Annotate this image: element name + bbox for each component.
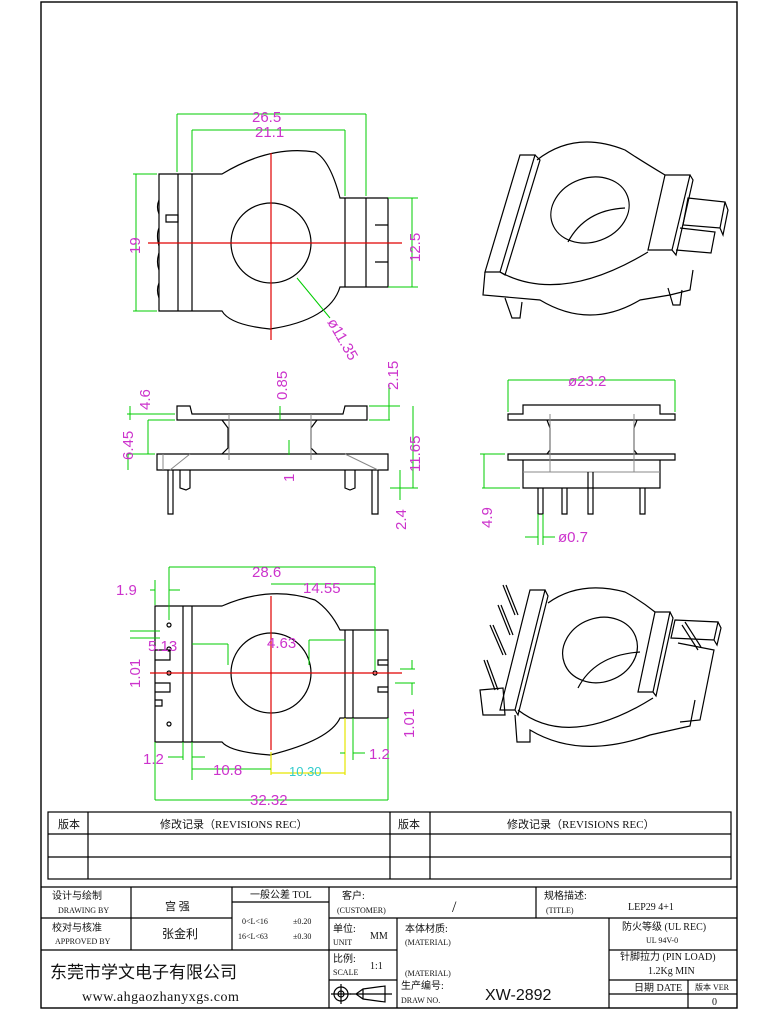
part-number-label-en: DRAW NO. bbox=[401, 996, 440, 1005]
dim-side-4-6: 4.6 bbox=[137, 389, 154, 410]
scale-label-en: SCALE bbox=[333, 968, 358, 977]
dim-side-11-65: 11.65 bbox=[407, 436, 424, 472]
date-label: 日期 DATE bbox=[634, 982, 682, 994]
dim-side-1: 1 bbox=[281, 474, 298, 482]
bottom-view: 28.6 14.55 1.9 5.13 4.63 1.01 1.01 1.2 1… bbox=[116, 564, 418, 809]
side-view: 4.6 6.45 0.85 1 2.15 11.65 2.4 bbox=[120, 361, 424, 530]
dim-bottom-4-63: 4.63 bbox=[267, 635, 296, 652]
approved-by-label-cn: 校对与核准 bbox=[52, 921, 102, 934]
dim-pin-height: 4.9 bbox=[479, 507, 496, 528]
dim-side-0-85: 0.85 bbox=[274, 371, 291, 400]
top-view: 26.5 21.1 19 12.5 ø11.35 bbox=[127, 109, 424, 363]
flame-rating-value: UL 94V-0 bbox=[646, 936, 678, 945]
dim-bottom-1-01-right: 1.01 bbox=[401, 709, 418, 738]
sheet-border bbox=[40, 1, 738, 1009]
dim-bottom-5-13: 5.13 bbox=[148, 638, 177, 655]
dim-bottom-1-01-left: 1.01 bbox=[127, 659, 144, 688]
drawing-by-label-en: DRAWING BY bbox=[58, 906, 109, 915]
dim-bottom-10-30: 10.30 bbox=[289, 764, 322, 779]
unit-label-en: UNIT bbox=[333, 938, 352, 947]
company-name: 东莞市学文电子有限公司 bbox=[50, 963, 237, 982]
iso-view-bottom bbox=[479, 584, 722, 747]
dim-bottom-32-32: 32.32 bbox=[250, 792, 288, 809]
tolerance-header: 一般公差 TOL bbox=[250, 888, 312, 901]
version-value: 0 bbox=[712, 997, 717, 1008]
pin-load-value: 1.2Kg MIN bbox=[648, 966, 695, 977]
dim-height-right: 12.5 bbox=[407, 233, 424, 262]
dim-bottom-1-2-right: 1.2 bbox=[369, 746, 390, 763]
dim-hole-diameter: ø11.35 bbox=[324, 316, 362, 364]
dim-bottom-14-55: 14.55 bbox=[303, 580, 341, 597]
dim-side-6-45: 6.45 bbox=[120, 431, 137, 460]
approved-by-value: 张金利 bbox=[162, 926, 198, 941]
rev-left-record-header: 修改记录（REVISIONS REC） bbox=[160, 817, 308, 831]
dim-inner-width: 21.1 bbox=[255, 124, 284, 141]
part-number-value: XW-2892 bbox=[485, 987, 552, 1004]
dim-bottom-1-2-left: 1.2 bbox=[143, 751, 164, 768]
rev-right-record-header: 修改记录（REVISIONS REC） bbox=[507, 817, 655, 831]
flame-rating-label: 防火等级 (UL REC) bbox=[622, 920, 706, 933]
customer-label-en: (CUSTOMER) bbox=[337, 906, 386, 915]
tol-range-2: 16<L<63 bbox=[238, 932, 268, 941]
drawing-by-label-cn: 设计与绘制 bbox=[52, 889, 102, 902]
customer-label-cn: 客户: bbox=[342, 889, 365, 902]
tol-value-2: ±0.30 bbox=[293, 932, 311, 941]
revision-table bbox=[47, 811, 732, 880]
dim-bottom-28-6: 28.6 bbox=[252, 564, 281, 581]
dim-bottom-1-9: 1.9 bbox=[116, 582, 137, 599]
rev-right-version-header: 版本 bbox=[398, 817, 420, 831]
dim-overall-width: 26.5 bbox=[252, 109, 281, 126]
iso-view-top bbox=[482, 141, 729, 319]
pin-load-label: 针脚拉力 (PIN LOAD) bbox=[620, 950, 716, 963]
title-block-grid bbox=[41, 886, 737, 1008]
material2-label-en: (MATERIAL) bbox=[405, 969, 451, 978]
projection-symbol-icon bbox=[331, 984, 392, 1004]
dim-bottom-10-8: 10.8 bbox=[213, 762, 242, 779]
dim-side-2-15: 2.15 bbox=[385, 361, 402, 390]
scale-label-cn: 比例: bbox=[333, 952, 356, 965]
tol-range-1: 0<L<16 bbox=[242, 917, 268, 926]
unit-label-cn: 单位: bbox=[333, 922, 356, 935]
tol-value-1: ±0.20 bbox=[293, 917, 311, 926]
material-label-en: (MATERIAL) bbox=[405, 938, 451, 947]
front-view: ø23.2 4.9 ø0.7 bbox=[479, 373, 676, 546]
dim-pin-diameter: ø0.7 bbox=[558, 529, 588, 546]
drawing-by-value: 宫 强 bbox=[165, 899, 190, 913]
scale-value: 1:1 bbox=[370, 961, 383, 972]
title-value: LEP29 4+1 bbox=[628, 902, 674, 913]
title-label-cn: 规格描述: bbox=[544, 889, 587, 902]
title-label-en: (TITLE) bbox=[546, 906, 574, 915]
unit-value: MM bbox=[370, 931, 388, 942]
material-label-cn: 本体材质: bbox=[405, 922, 448, 935]
rev-left-version-header: 版本 bbox=[58, 817, 80, 831]
customer-value: / bbox=[452, 899, 457, 916]
company-url: www.ahgaozhanyxgs.com bbox=[82, 990, 239, 1005]
part-number-label-cn: 生产编号: bbox=[401, 979, 444, 992]
dim-flange-diameter: ø23.2 bbox=[568, 373, 606, 390]
version-label: 版本 VER bbox=[695, 982, 730, 992]
dim-height-left: 19 bbox=[127, 237, 144, 254]
approved-by-label-en: APPROVED BY bbox=[55, 937, 111, 946]
dim-side-2-4: 2.4 bbox=[393, 509, 410, 530]
